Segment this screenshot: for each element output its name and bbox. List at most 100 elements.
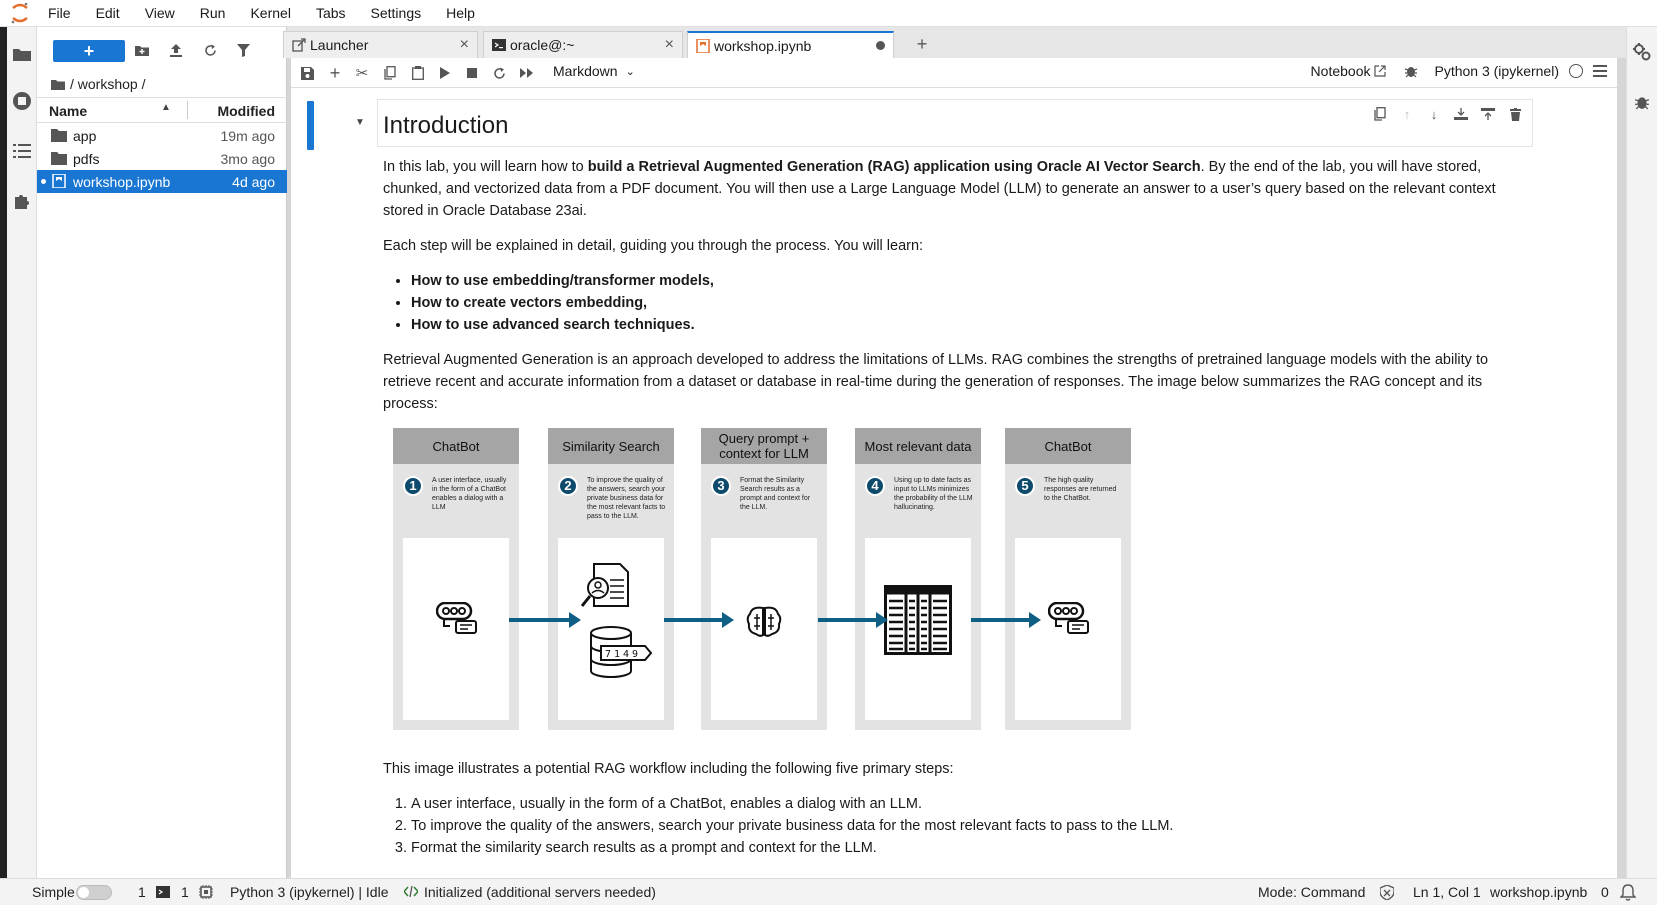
insert-cell-icon[interactable]: + (329, 62, 341, 83)
kernel-count[interactable]: 1 (181, 884, 189, 900)
step-illustration (865, 538, 971, 720)
lsp-status[interactable]: Initialized (additional servers needed) (424, 884, 656, 900)
paste-icon[interactable] (410, 65, 426, 81)
step-title: Most relevant data (855, 428, 981, 464)
notification-count[interactable]: 0 (1601, 884, 1609, 900)
tab-launcher[interactable]: Launcher × (283, 31, 478, 58)
flow-arrow (971, 618, 1029, 622)
file-row-workshop-ipynb[interactable]: workshop.ipynb 4d ago (37, 170, 287, 193)
upload-icon[interactable] (167, 41, 185, 59)
simple-mode-toggle[interactable] (76, 885, 112, 900)
tab-label: workshop.ipynb (714, 37, 812, 54)
breadcrumb-path[interactable]: / workshop / (70, 76, 146, 92)
cell-type-dropdown[interactable]: Markdown ⌄ (553, 63, 635, 79)
terminal-icon (492, 39, 506, 51)
sort-ascending-icon[interactable]: ▲ (161, 102, 171, 113)
list-item: How to use embedding/transformer models, (411, 270, 1533, 292)
move-down-icon[interactable]: ↓ (1430, 106, 1438, 122)
restart-kernel-icon[interactable] (491, 65, 507, 81)
name-column-header[interactable]: Name (49, 103, 88, 119)
insert-above-icon[interactable] (1454, 106, 1468, 122)
folder-icon (51, 129, 67, 142)
file-row-pdfs[interactable]: pdfs 3mo ago (37, 147, 287, 170)
collapse-heading-icon[interactable]: ▼ (355, 117, 365, 128)
save-icon[interactable] (299, 65, 315, 81)
running-indicator-dot (41, 179, 46, 184)
cut-icon[interactable]: ✂ (355, 65, 369, 82)
list-item-text: How to create vectors embedding, (411, 295, 648, 311)
close-icon[interactable]: × (664, 36, 674, 53)
duplicate-cell-icon[interactable] (1373, 106, 1387, 122)
file-name: workshop.ipynb (73, 174, 171, 190)
modified-column-header[interactable]: Modified (217, 103, 275, 119)
menu-kernel[interactable]: Kernel (250, 5, 291, 21)
interrupt-kernel-icon[interactable] (464, 65, 480, 81)
extension-manager-icon[interactable] (11, 190, 33, 212)
delete-cell-icon[interactable] (1508, 106, 1522, 122)
file-name: app (73, 128, 97, 144)
active-cell-indicator[interactable] (307, 101, 314, 150)
notebook-label: Notebook (1310, 63, 1371, 79)
notebook-content[interactable]: ▼ ↑ ↓ (291, 89, 1617, 878)
file-name: pdfs (73, 151, 100, 167)
tab-workshop-notebook[interactable]: workshop.ipynb (687, 31, 894, 58)
menu-file[interactable]: File (48, 5, 71, 21)
tab-terminal[interactable]: oracle@:~ × (483, 31, 683, 58)
step-illustration: 7149 (558, 538, 664, 720)
kernel-name[interactable]: Python 3 (ipykernel) (1434, 63, 1559, 79)
window-edge (0, 27, 7, 905)
add-tab-button[interactable]: + (916, 33, 928, 54)
external-link-icon (1374, 65, 1387, 77)
step-description: To improve the quality of the answers, s… (587, 477, 666, 520)
notebook-toolbar: + ✂ (291, 58, 1617, 88)
bell-icon[interactable] (1619, 884, 1637, 904)
list-item: A user interface, usually in the form of… (411, 793, 1533, 815)
learn-list: How to use embedding/transformer models,… (411, 270, 1533, 336)
step-title: Query prompt + context for LLM (701, 428, 827, 464)
markdown-cell[interactable]: ↑ ↓ (377, 99, 1533, 147)
menu-tabs[interactable]: Tabs (315, 5, 346, 21)
run-cell-icon[interactable] (437, 65, 453, 81)
menu-help[interactable]: Help (446, 5, 475, 21)
list-item: To improve the quality of the answers, s… (411, 815, 1533, 837)
kernel-status[interactable]: Python 3 (ipykernel) | Idle (230, 884, 389, 900)
table-of-contents-icon[interactable] (11, 140, 33, 162)
chatbot-icon (1048, 602, 1089, 634)
unsaved-indicator-icon[interactable] (876, 41, 885, 50)
trusted-icon[interactable] (1379, 884, 1395, 903)
close-icon[interactable]: × (459, 36, 469, 53)
open-in-notebook-button[interactable]: Notebook (1311, 63, 1387, 79)
jupyter-logo-icon (10, 2, 30, 24)
file-browser-icon[interactable] (11, 43, 33, 65)
menu-run[interactable]: Run (199, 5, 226, 21)
arrowhead (876, 612, 888, 628)
new-folder-icon[interactable] (133, 41, 151, 59)
cursor-position[interactable]: Ln 1, Col 1 (1413, 884, 1481, 900)
move-up-icon[interactable]: ↑ (1403, 106, 1411, 122)
refresh-icon[interactable] (201, 41, 219, 59)
file-browser-panel: + / workshop / Name ▲ Modified (37, 27, 287, 878)
debugger-icon[interactable] (1631, 91, 1653, 113)
list-item: How to use advanced search techniques. (411, 314, 1533, 336)
insert-below-icon[interactable] (1481, 106, 1495, 122)
kernel-icon (199, 885, 213, 902)
column-divider[interactable] (187, 101, 188, 119)
steps-intro-paragraph: Each step will be explained in detail, g… (383, 238, 924, 254)
breadcrumb[interactable]: / workshop / (51, 76, 145, 92)
menu-icon[interactable] (1593, 65, 1607, 77)
flow-arrow (818, 618, 876, 622)
property-inspector-icon[interactable] (1631, 41, 1653, 63)
running-sessions-icon[interactable] (11, 90, 33, 112)
menu-settings[interactable]: Settings (370, 5, 422, 21)
file-row-app[interactable]: app 19m ago (37, 124, 287, 147)
notebook-panel: + ✂ (291, 58, 1617, 878)
menu-view[interactable]: View (144, 5, 175, 21)
debugger-icon[interactable] (1404, 64, 1418, 78)
terminal-count[interactable]: 1 (138, 884, 146, 900)
restart-run-all-icon[interactable] (519, 65, 535, 81)
copy-icon[interactable] (382, 65, 398, 81)
menu-edit[interactable]: Edit (95, 5, 120, 21)
step-number-badge: 1 (403, 476, 423, 496)
new-launcher-button[interactable]: + (53, 40, 125, 62)
filter-icon[interactable] (234, 41, 252, 59)
